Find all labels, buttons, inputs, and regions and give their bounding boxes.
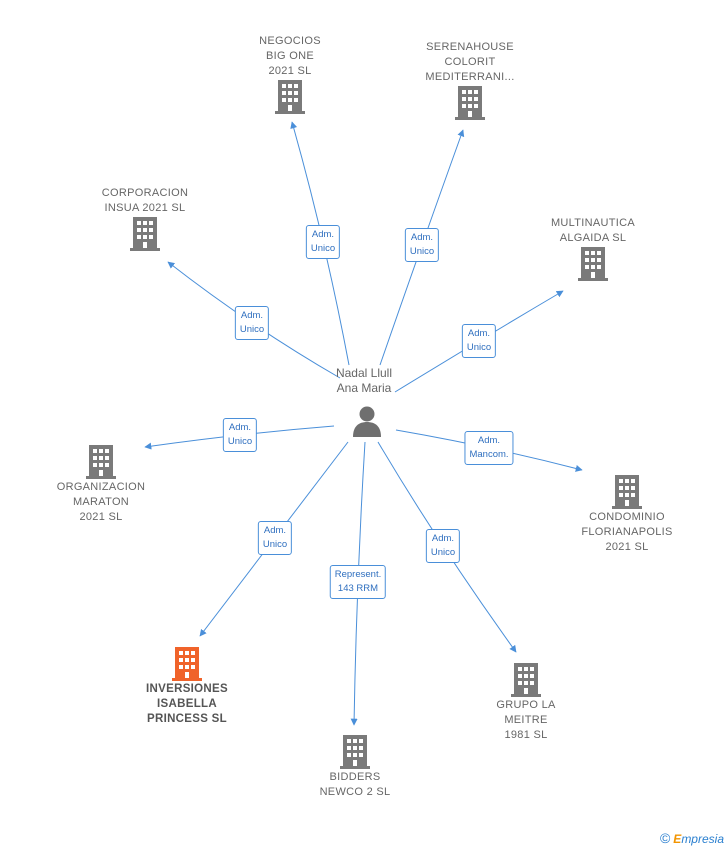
role-label-line: Unico xyxy=(262,539,288,550)
role-label-serenahouse[interactable]: Adm. Unico xyxy=(404,228,440,262)
company-name-line: BIDDERS xyxy=(329,771,381,783)
company-node-inversiones-isabella-princess[interactable]: INVERSIONES ISABELLA PRINCESS SL xyxy=(112,646,262,727)
role-label-inversiones[interactable]: Adm. Unico xyxy=(257,521,293,555)
building-icon xyxy=(273,79,307,115)
company-name-line: INVERSIONES xyxy=(146,683,228,695)
role-label-organizacion[interactable]: Adm. Unico xyxy=(222,418,258,452)
role-label-line: Adm. xyxy=(410,232,434,243)
company-name-line: MULTINAUTICA xyxy=(550,217,636,229)
building-icon xyxy=(453,85,487,121)
company-name-line: NEGOCIOS xyxy=(259,35,321,47)
role-label-multinautica[interactable]: Adm. Unico xyxy=(461,324,497,358)
person-icon[interactable] xyxy=(350,404,384,438)
company-name-line: 1981 SL xyxy=(504,729,548,741)
company-name-line: ALGAIDA SL xyxy=(559,232,627,244)
building-icon xyxy=(338,734,372,770)
role-label-line: Represent. xyxy=(334,569,382,580)
company-node-corporacion-insua[interactable]: CORPORACION INSUA 2021 SL xyxy=(70,186,220,252)
person-name-line-1: Nadal Llull xyxy=(335,366,393,380)
empresia-logo[interactable]: ©Empresia xyxy=(660,830,724,846)
company-name-line: CORPORACION xyxy=(101,187,189,199)
company-name-line: MEDITERRANI... xyxy=(425,71,515,83)
copyright-icon: © xyxy=(659,830,671,846)
role-label-line: Unico xyxy=(466,342,492,353)
role-label-line: Adm. xyxy=(467,328,491,339)
company-name-line: GRUPO LA xyxy=(496,699,556,711)
role-label-line: Unico xyxy=(310,243,336,254)
role-label-grupo[interactable]: Adm. Unico xyxy=(425,529,461,563)
role-label-corporacion[interactable]: Adm. Unico xyxy=(234,306,270,340)
role-label-line: Adm. xyxy=(477,435,501,446)
role-label-line: Unico xyxy=(430,547,456,558)
company-name-line: NEWCO 2 SL xyxy=(319,786,391,798)
company-name-line: INSUA 2021 SL xyxy=(104,202,186,214)
company-name-line: PRINCESS SL xyxy=(147,713,227,725)
company-name-line: BIG ONE xyxy=(266,50,314,62)
role-label-line: Unico xyxy=(239,324,265,335)
company-name-line: MEITRE xyxy=(504,714,548,726)
role-label-line: Adm. xyxy=(263,525,287,536)
building-icon-highlighted xyxy=(170,646,204,682)
brand-name: mpresia xyxy=(681,832,724,846)
company-node-multinautica-algaida[interactable]: MULTINAUTICA ALGAIDA SL xyxy=(518,216,668,282)
brand-initial: E xyxy=(673,832,682,846)
company-name-line: 2021 SL xyxy=(79,511,123,523)
company-node-condominio-florianapolis[interactable]: CONDOMINIO FLORIANAPOLIS 2021 SL xyxy=(552,474,702,555)
company-name-line: MARATON xyxy=(72,496,130,508)
role-label-line: Adm. xyxy=(311,229,335,240)
building-icon xyxy=(509,662,543,698)
company-node-bidders-newco[interactable]: BIDDERS NEWCO 2 SL xyxy=(280,734,430,800)
role-label-bidders[interactable]: Represent. 143 RRM xyxy=(329,565,387,599)
company-node-negocios-big-one[interactable]: NEGOCIOS BIG ONE 2021 SL xyxy=(215,34,365,115)
building-icon xyxy=(576,246,610,282)
building-icon xyxy=(128,216,162,252)
company-node-serenahouse-colorit[interactable]: SERENAHOUSE COLORIT MEDITERRANI... xyxy=(395,40,545,121)
company-name-line: CONDOMINIO xyxy=(589,511,665,523)
role-label-line: Unico xyxy=(227,436,253,447)
role-label-line: 143 RRM xyxy=(337,583,379,594)
role-label-condominio[interactable]: Adm. Mancom. xyxy=(464,431,514,465)
person-name-line-2: Ana Maria xyxy=(336,381,392,395)
company-name-line: 2021 SL xyxy=(268,65,312,77)
company-name-line: COLORIT xyxy=(444,56,496,68)
company-node-grupo-la-meitre[interactable]: GRUPO LA MEITRE 1981 SL xyxy=(451,662,601,743)
role-label-line: Adm. xyxy=(240,310,264,321)
company-name-line: FLORIANAPOLIS xyxy=(581,526,673,538)
company-name-line: 2021 SL xyxy=(605,541,649,553)
company-name-line: ORGANIZACION xyxy=(56,481,146,493)
role-label-line: Adm. xyxy=(228,422,252,433)
role-label-negocios[interactable]: Adm. Unico xyxy=(305,225,341,259)
building-icon xyxy=(84,444,118,480)
company-name-line: ISABELLA xyxy=(157,698,217,710)
role-label-line: Mancom. xyxy=(469,449,509,460)
company-name-line: SERENAHOUSE xyxy=(426,41,514,53)
building-icon xyxy=(610,474,644,510)
role-label-line: Unico xyxy=(409,246,435,257)
role-label-line: Adm. xyxy=(431,533,455,544)
person-name[interactable]: Nadal Llull Ana Maria xyxy=(304,366,424,396)
company-node-organizacion-maraton[interactable]: ORGANIZACION MARATON 2021 SL xyxy=(26,444,176,525)
